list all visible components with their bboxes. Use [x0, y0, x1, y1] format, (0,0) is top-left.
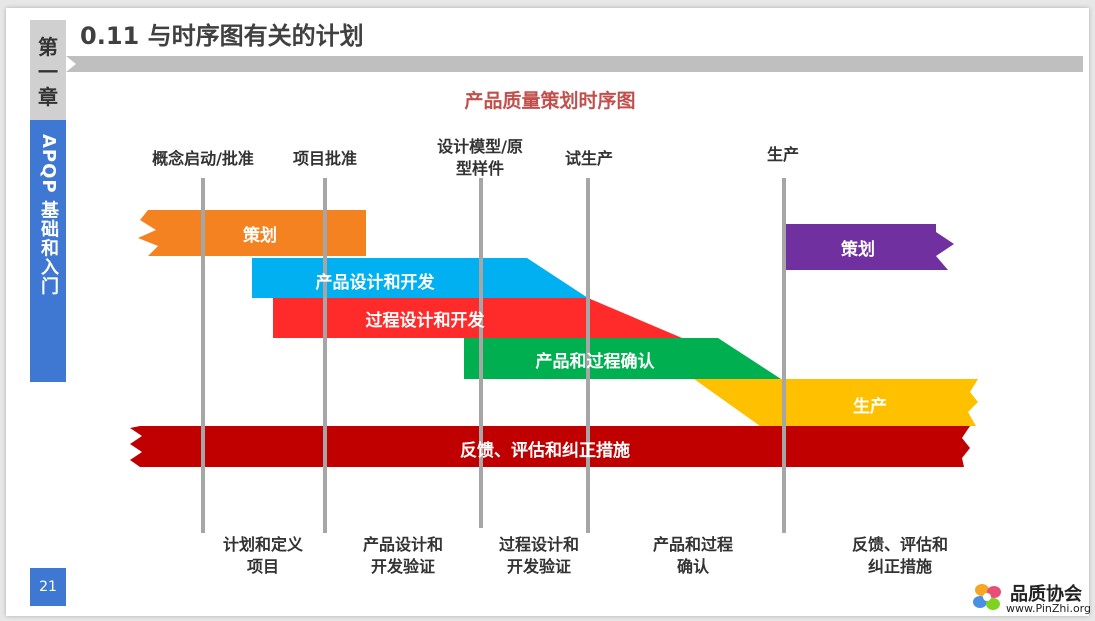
bar-validation	[464, 338, 781, 379]
logo-url: www.PinZhi.org	[1006, 602, 1091, 615]
output-line: 产品和过程	[652, 535, 733, 554]
bar-product-design	[252, 258, 588, 298]
page-title: 0.11 与时序图有关的计划	[80, 22, 364, 50]
milestone-label: 概念启动/批准	[152, 149, 254, 168]
output-label: 反馈、评估和 纠正措施	[834, 534, 966, 578]
logo-name: 品质协会	[1010, 584, 1082, 605]
bar-label: 过程设计和开发	[365, 311, 485, 331]
output-line: 开发验证	[506, 557, 571, 576]
bar-label: 策划	[243, 226, 277, 246]
output-label: 过程设计和 开发验证	[484, 534, 594, 578]
title-underline-bar	[66, 56, 1083, 72]
chapter-char: 章	[38, 85, 58, 109]
bar-label: 策划	[841, 240, 875, 260]
output-line: 纠正措施	[867, 557, 932, 576]
bar-label: 反馈、评估和纠正措施	[460, 441, 630, 461]
output-line: 过程设计和	[498, 535, 579, 554]
bar-planning	[138, 210, 366, 256]
output-label: 产品设计和 开发验证	[348, 534, 458, 578]
output-line: 项目	[246, 557, 279, 576]
output-line: 开发验证	[370, 557, 435, 576]
milestone-label: 项目批准	[292, 149, 357, 168]
diagram-title: 产品质量策划时序图	[464, 90, 636, 112]
logo-flower-icon	[973, 584, 1001, 610]
page-number: 21	[30, 568, 66, 606]
output-line: 计划和定义	[222, 535, 303, 554]
bar-label: 生产	[853, 397, 887, 417]
chapter-char: 第	[38, 35, 58, 59]
output-line: 产品设计和	[362, 535, 443, 554]
bar-production	[694, 379, 978, 426]
output-line: 确认	[676, 557, 709, 576]
bar-feedback	[130, 426, 970, 467]
bar-label: 产品设计和开发	[315, 273, 435, 293]
milestone-label: 生产	[766, 145, 799, 164]
chapter-char: 一	[38, 60, 58, 84]
bar-planning-2	[786, 224, 954, 270]
milestone-label: 设计模型/原型样件	[437, 137, 523, 178]
bar-process-design	[273, 298, 682, 338]
bar-label: 产品和过程确认	[535, 352, 655, 372]
bar-planning-2-tip	[938, 238, 952, 250]
chapter-tab: 第 一 章	[30, 20, 66, 125]
output-label: 计划和定义 项目	[208, 534, 318, 578]
output-line: 反馈、评估和	[851, 535, 948, 554]
output-label: 产品和过程 确认	[638, 534, 748, 578]
milestone-label: 试生产	[564, 149, 613, 168]
chapter-title-tab: APQP 基础和入门	[30, 120, 66, 382]
chapter-title: APQP 基础和入门	[38, 134, 59, 296]
